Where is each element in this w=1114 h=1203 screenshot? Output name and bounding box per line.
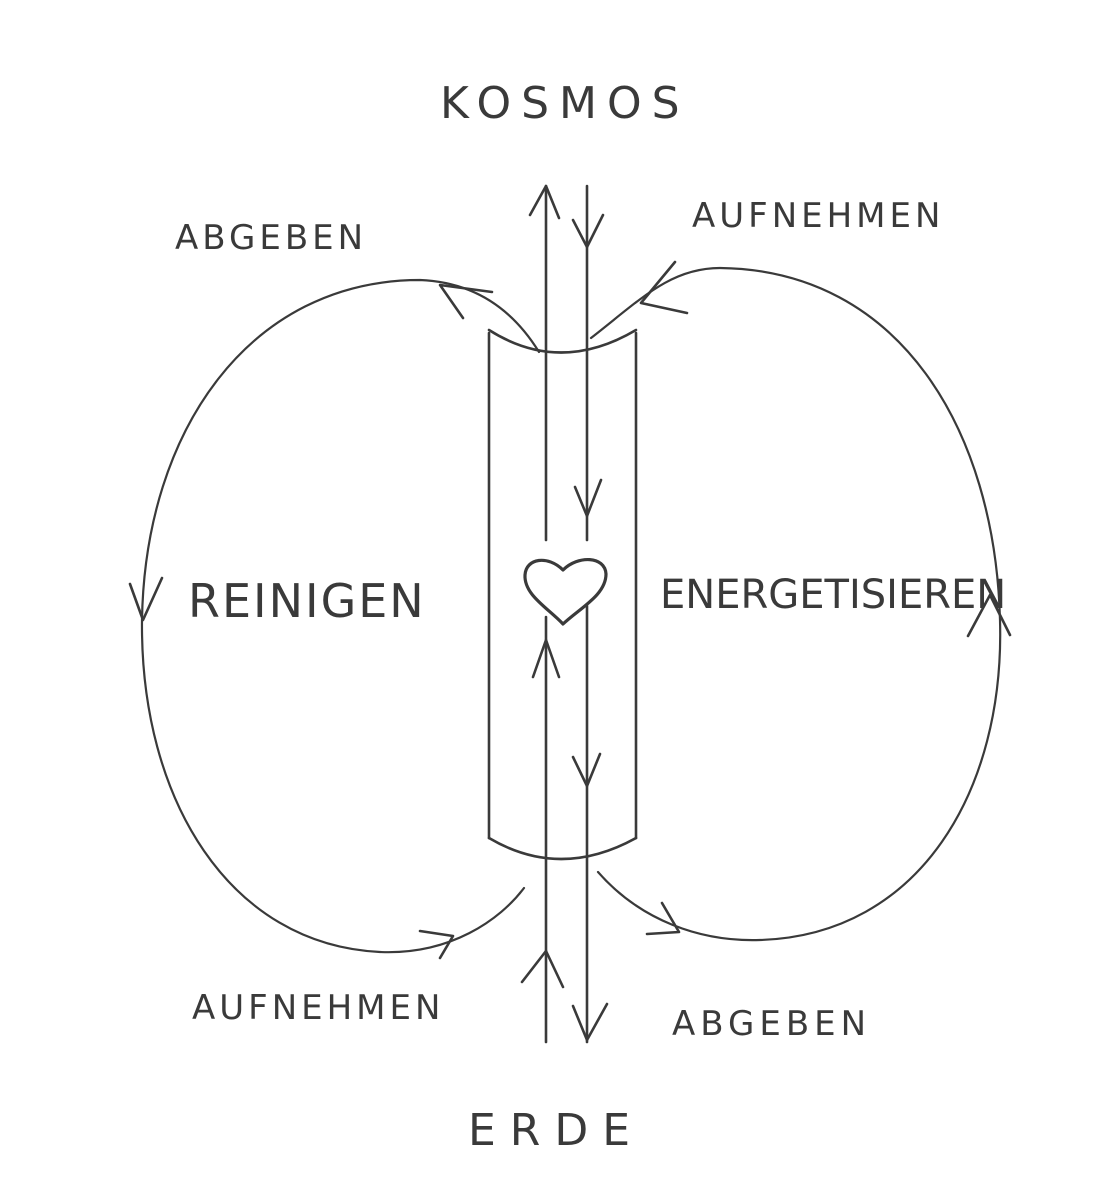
label-kosmos: KOSMOS bbox=[440, 78, 690, 129]
arrow-up-icon bbox=[966, 593, 1012, 638]
right-channel bbox=[571, 184, 609, 1044]
arrow-up-icon bbox=[531, 638, 561, 679]
tube-top-rim bbox=[487, 328, 638, 354]
label-aufnehmen-top-right: AUFNEHMEN bbox=[692, 196, 945, 236]
heart-icon bbox=[523, 557, 608, 626]
label-abgeben-bottom-right: ABGEBEN bbox=[672, 1004, 872, 1044]
arrow-down-icon bbox=[571, 213, 605, 249]
arrow-down-icon bbox=[571, 1002, 609, 1042]
arrow-down-icon bbox=[571, 752, 602, 788]
arrow-right-icon bbox=[418, 929, 455, 960]
tube-bottom-rim bbox=[487, 836, 638, 861]
arrow-left-icon bbox=[639, 260, 689, 315]
label-reinigen: REINIGEN bbox=[188, 574, 426, 628]
label-erde: ERDE bbox=[468, 1105, 645, 1156]
tube bbox=[487, 328, 638, 861]
label-aufnehmen-bottom-left: AUFNEHMEN bbox=[192, 988, 445, 1028]
right-loop-curve bbox=[589, 266, 1002, 942]
label-abgeben-top-left: ABGEBEN bbox=[175, 218, 368, 258]
left-loop bbox=[128, 278, 541, 960]
arrow-up-icon bbox=[520, 949, 565, 989]
label-energetisieren: ENERGETISIEREN bbox=[660, 572, 1007, 618]
arrow-right-icon bbox=[645, 901, 681, 936]
arrow-left-icon bbox=[438, 283, 494, 320]
right-loop bbox=[589, 260, 1012, 942]
left-channel bbox=[520, 184, 565, 1044]
arrow-down-icon bbox=[573, 478, 603, 518]
arrow-up-icon bbox=[528, 184, 561, 220]
arrow-down-icon bbox=[128, 576, 164, 622]
